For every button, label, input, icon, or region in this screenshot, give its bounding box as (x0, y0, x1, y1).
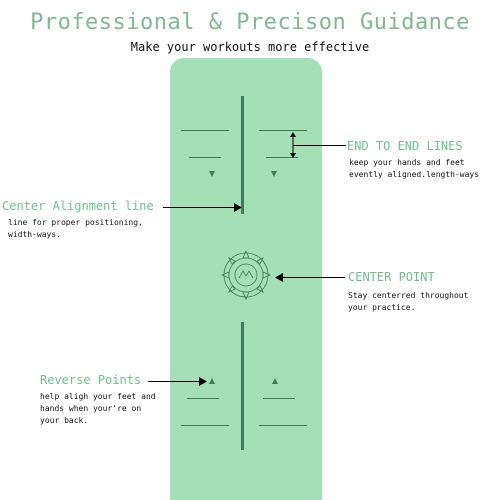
reverse-points-title: Reverse Points (40, 373, 142, 387)
mandala-icon (220, 249, 272, 301)
center-point-desc-line2: your practice. (348, 303, 416, 312)
end-to-end-pointer-line (293, 145, 346, 146)
reverse-point-marker-left (209, 378, 215, 384)
page-subtitle: Make your workouts more effective (130, 40, 370, 54)
reverse-points-pointer-line (148, 381, 200, 382)
center-point-title: CENTER POINT (348, 270, 435, 284)
center-alignment-desc-line2: width-ways. (8, 230, 61, 239)
yoga-mat (170, 58, 322, 500)
end-line-bottom-right-short (263, 398, 295, 399)
reverse-points-desc-line3: your back. (40, 416, 89, 425)
center-alignment-arrow-head (234, 203, 242, 212)
center-alignment-line-top (241, 96, 244, 214)
center-point-desc-line1: Stay centerred throughout (348, 291, 469, 300)
hand-point-marker-left (209, 171, 215, 177)
end-line-top-left-long (181, 130, 229, 131)
reverse-points-desc-line1: help aligh your feet and (40, 392, 156, 401)
reverse-points-desc-line2: hands when your're on (40, 404, 142, 413)
center-alignment-desc-line1: line for proper positioning, (8, 218, 143, 227)
end-line-top-right-short (266, 157, 298, 158)
center-point-pointer-line (282, 277, 345, 278)
reverse-point-marker-right (272, 378, 278, 384)
end-line-bottom-left-short (187, 398, 219, 399)
center-alignment-title: Center Alignment line (2, 199, 154, 213)
end-line-bottom-right-long (259, 425, 307, 426)
center-alignment-pointer-line (163, 207, 235, 208)
reverse-points-arrow-head (199, 377, 207, 386)
end-to-end-desc-line2: evently aligned.length-ways (349, 170, 480, 179)
end-to-end-title: END TO END LINES (347, 139, 463, 153)
hand-point-marker-right (271, 171, 277, 177)
page-title: Professional & Precison Guidance (30, 10, 470, 35)
center-point-arrow-head (275, 273, 283, 282)
end-to-end-desc-line1: keep your hands and feet (349, 158, 465, 167)
end-line-top-right-long (259, 130, 307, 131)
end-line-top-left-short (189, 157, 221, 158)
end-line-bottom-left-long (181, 425, 229, 426)
center-alignment-line-bottom (241, 322, 244, 450)
